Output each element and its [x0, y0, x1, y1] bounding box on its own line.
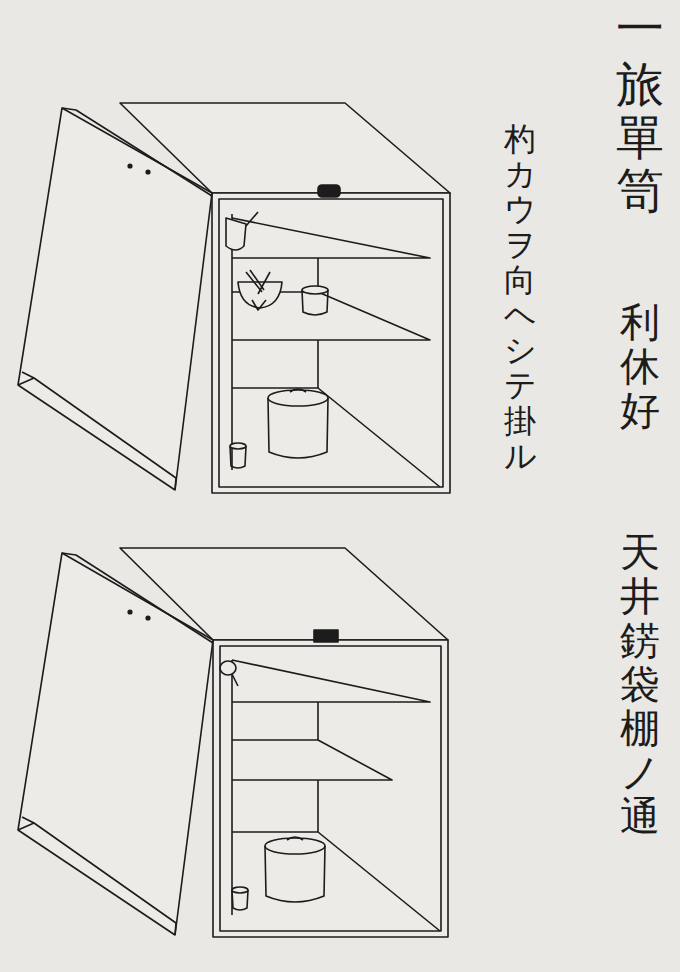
ladle-note: 杓カウヲ向ヘシテ掛ル [504, 122, 536, 474]
attribution-note: 利休好 [620, 300, 660, 432]
arrangement-note: 天井錺袋棚ノ通 [620, 530, 660, 838]
upper-cabinet [18, 103, 450, 493]
title: 旅單笥 [616, 58, 664, 216]
lower-cabinet [18, 548, 448, 937]
list-mark: 一 [616, 2, 664, 55]
